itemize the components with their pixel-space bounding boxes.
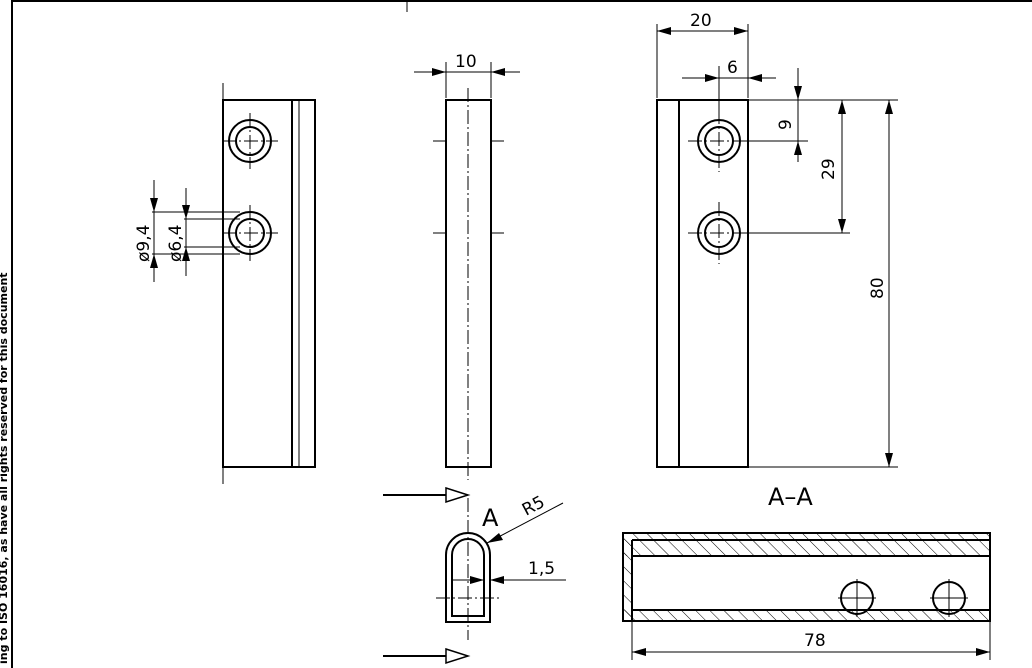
svg-text:78: 78 [804,631,826,651]
dim-offset-6: 6 [682,58,776,120]
dim-width-20: 20 [656,11,749,98]
dim-wall-1-5: 1,5 [452,559,566,584]
dim-dia-9-4: ø9,4 [134,180,240,282]
section-title: A–A [768,483,813,511]
cut-arrow-bottom [383,647,471,665]
cut-arrow-top [383,486,471,504]
svg-text:29: 29 [819,158,839,180]
front-hole-top [222,113,278,169]
section-a-a-view: 20 6 9 29 80 A–A [656,11,898,511]
dim-length-80: 80 [868,100,893,467]
svg-text:1,5: 1,5 [528,559,555,579]
drawing-frame [11,0,1032,668]
svg-text:ø9,4: ø9,4 [134,225,154,262]
section-hole-bottom [688,202,750,264]
svg-text:80: 80 [868,277,888,299]
side-view: 10 [414,52,520,480]
section-hole-right [930,579,968,617]
dim-top-9: 9 [776,68,802,162]
section-hole-left [838,579,876,617]
longitudinal-section: 78 [622,532,991,660]
dim-dia-6-4: ø6,4 [166,188,240,276]
front-view: ø9,4 ø6,4 [134,83,316,484]
svg-text:R5: R5 [519,492,548,520]
dim-pitch-29: 29 [819,100,846,233]
svg-text:ø6,4: ø6,4 [166,225,186,262]
svg-text:10: 10 [455,52,477,72]
svg-text:6: 6 [727,58,738,78]
dim-length-78: 78 [631,621,991,660]
profile-cross-section: A R5 1,5 [383,486,566,665]
front-hole-bottom [222,205,278,261]
dim-thickness-10: 10 [414,52,520,98]
copyright-side-note: ing to ISO 16016, as have all rights res… [0,272,10,664]
svg-text:20: 20 [690,11,712,31]
cut-marker-label: A [482,504,499,532]
svg-text:9: 9 [776,119,796,130]
